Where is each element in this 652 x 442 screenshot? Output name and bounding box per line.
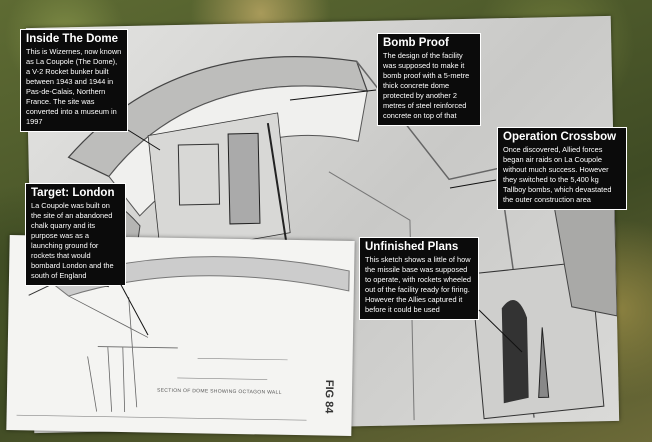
callout-target-london: Target: London La Coupole was built on t… (25, 183, 126, 286)
callout-title: Unfinished Plans (365, 241, 459, 253)
callout-body: The design of the facility was supposed … (383, 51, 470, 120)
leader-line (119, 282, 149, 336)
callout-unfinished-plans: Unfinished Plans This sketch shows a lit… (359, 237, 479, 320)
callout-title: Target: London (31, 187, 115, 199)
leader-line (127, 129, 161, 151)
callout-bomb-proof: Bomb Proof The design of the facility wa… (377, 33, 481, 126)
leader-line (289, 89, 377, 101)
callout-title: Inside The Dome (26, 33, 119, 45)
callout-title: Operation Crossbow (503, 131, 617, 143)
callout-body: This is Wizernes, now known as La Coupol… (26, 47, 122, 126)
callout-operation-crossbow: Operation Crossbow Once discovered, Alli… (497, 127, 627, 210)
callout-title: Bomb Proof (383, 37, 449, 49)
callout-inside-the-dome: Inside The Dome This is Wizernes, now kn… (20, 29, 128, 132)
leader-line (478, 309, 523, 353)
leader-line (449, 179, 497, 189)
callout-body: This sketch shows a little of how the mi… (365, 255, 471, 314)
callout-body: Once discovered, Allied forces began air… (503, 145, 612, 204)
callout-body: La Coupole was built on the site of an a… (31, 201, 114, 280)
